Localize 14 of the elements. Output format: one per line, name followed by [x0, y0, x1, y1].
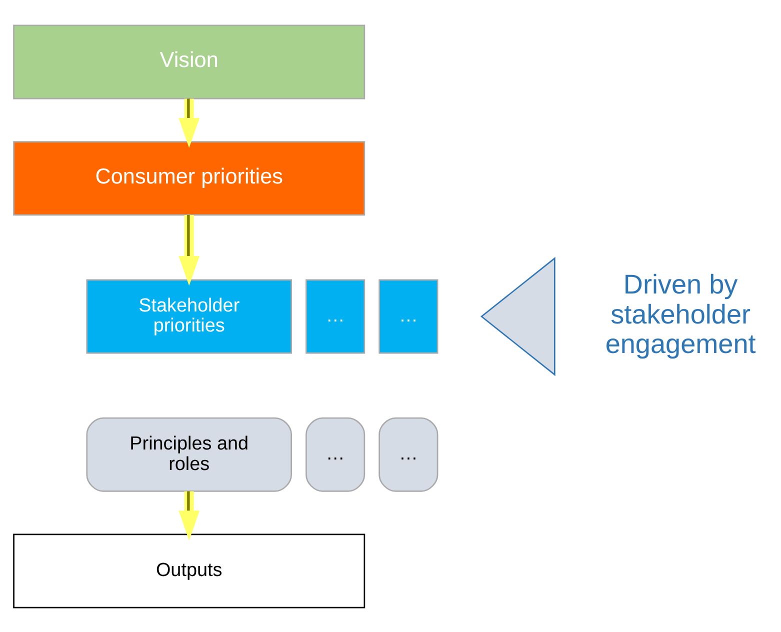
node-label: Driven by stakeholder engagement: [605, 268, 756, 359]
node-box: Principles and roles: [86, 416, 292, 492]
node-box: …: [306, 278, 366, 354]
node-box: Outputs: [13, 533, 366, 608]
arrow: [178, 214, 200, 286]
arrow: [178, 490, 200, 540]
arrow: [178, 98, 200, 148]
node-box: …: [378, 278, 438, 354]
node-box: …: [306, 416, 366, 492]
node-box: Vision: [13, 24, 366, 99]
node-triangle: [480, 256, 556, 376]
node-box: …: [378, 416, 438, 492]
node-box: Stakeholder priorities: [86, 278, 292, 354]
node-box: Consumer priorities: [13, 140, 366, 216]
